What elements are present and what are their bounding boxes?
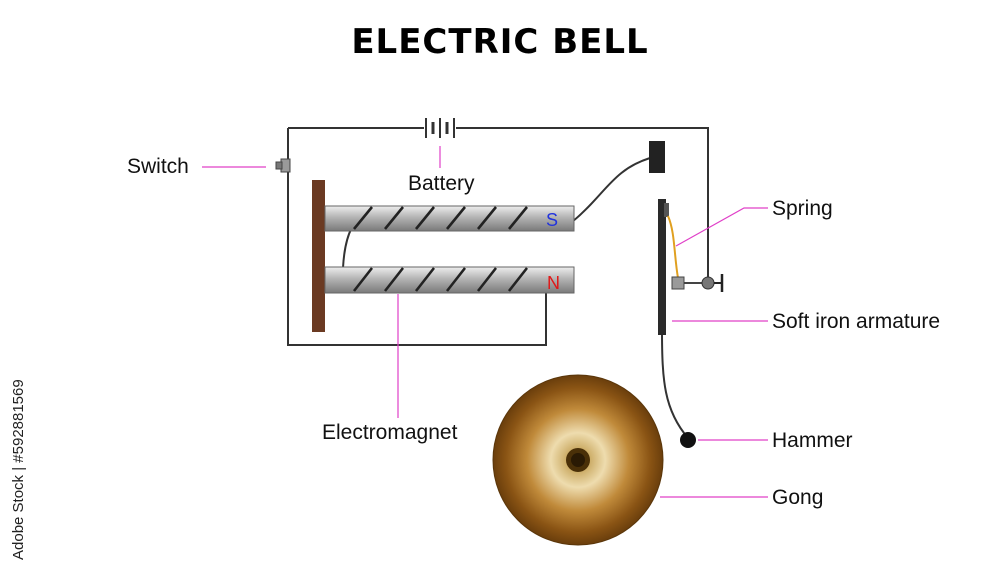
switch-label: Switch xyxy=(127,155,189,178)
diagram-title: ELECTRIC BELL xyxy=(351,22,649,62)
top-wire xyxy=(288,127,709,282)
pole-north-label: N xyxy=(547,273,560,293)
stock-watermark: Adobe Stock | #592881569 xyxy=(10,330,30,560)
armature-clip xyxy=(664,203,669,217)
hammer-wire xyxy=(661,329,689,439)
gong xyxy=(492,374,664,546)
soft-iron-armature xyxy=(658,199,666,335)
s-to-contact-wire xyxy=(571,157,651,223)
leader-lines xyxy=(202,146,768,498)
contact-block xyxy=(649,141,665,173)
battery-symbol xyxy=(425,118,455,138)
soft-iron-armature-label: Soft iron armature xyxy=(772,310,941,333)
coil-windings-bottom xyxy=(352,267,529,292)
electromagnet-label: Electromagnet xyxy=(322,421,458,444)
gong-label: Gong xyxy=(772,486,824,509)
switch-symbol xyxy=(275,158,291,173)
left-return-wire xyxy=(287,128,547,346)
spring-coil xyxy=(667,215,679,279)
battery-label: Battery xyxy=(408,172,475,195)
spring-label: Spring xyxy=(772,197,833,220)
spring-leader xyxy=(675,207,768,247)
hammer-ball xyxy=(680,432,696,448)
yoke-bar xyxy=(312,180,325,332)
pole-south-label: S xyxy=(546,210,558,230)
watermark-text: Adobe Stock | #592881569 xyxy=(10,379,27,560)
hammer-label: Hammer xyxy=(772,429,853,452)
contact-screw xyxy=(671,274,724,292)
coil-windings-top xyxy=(352,206,529,230)
